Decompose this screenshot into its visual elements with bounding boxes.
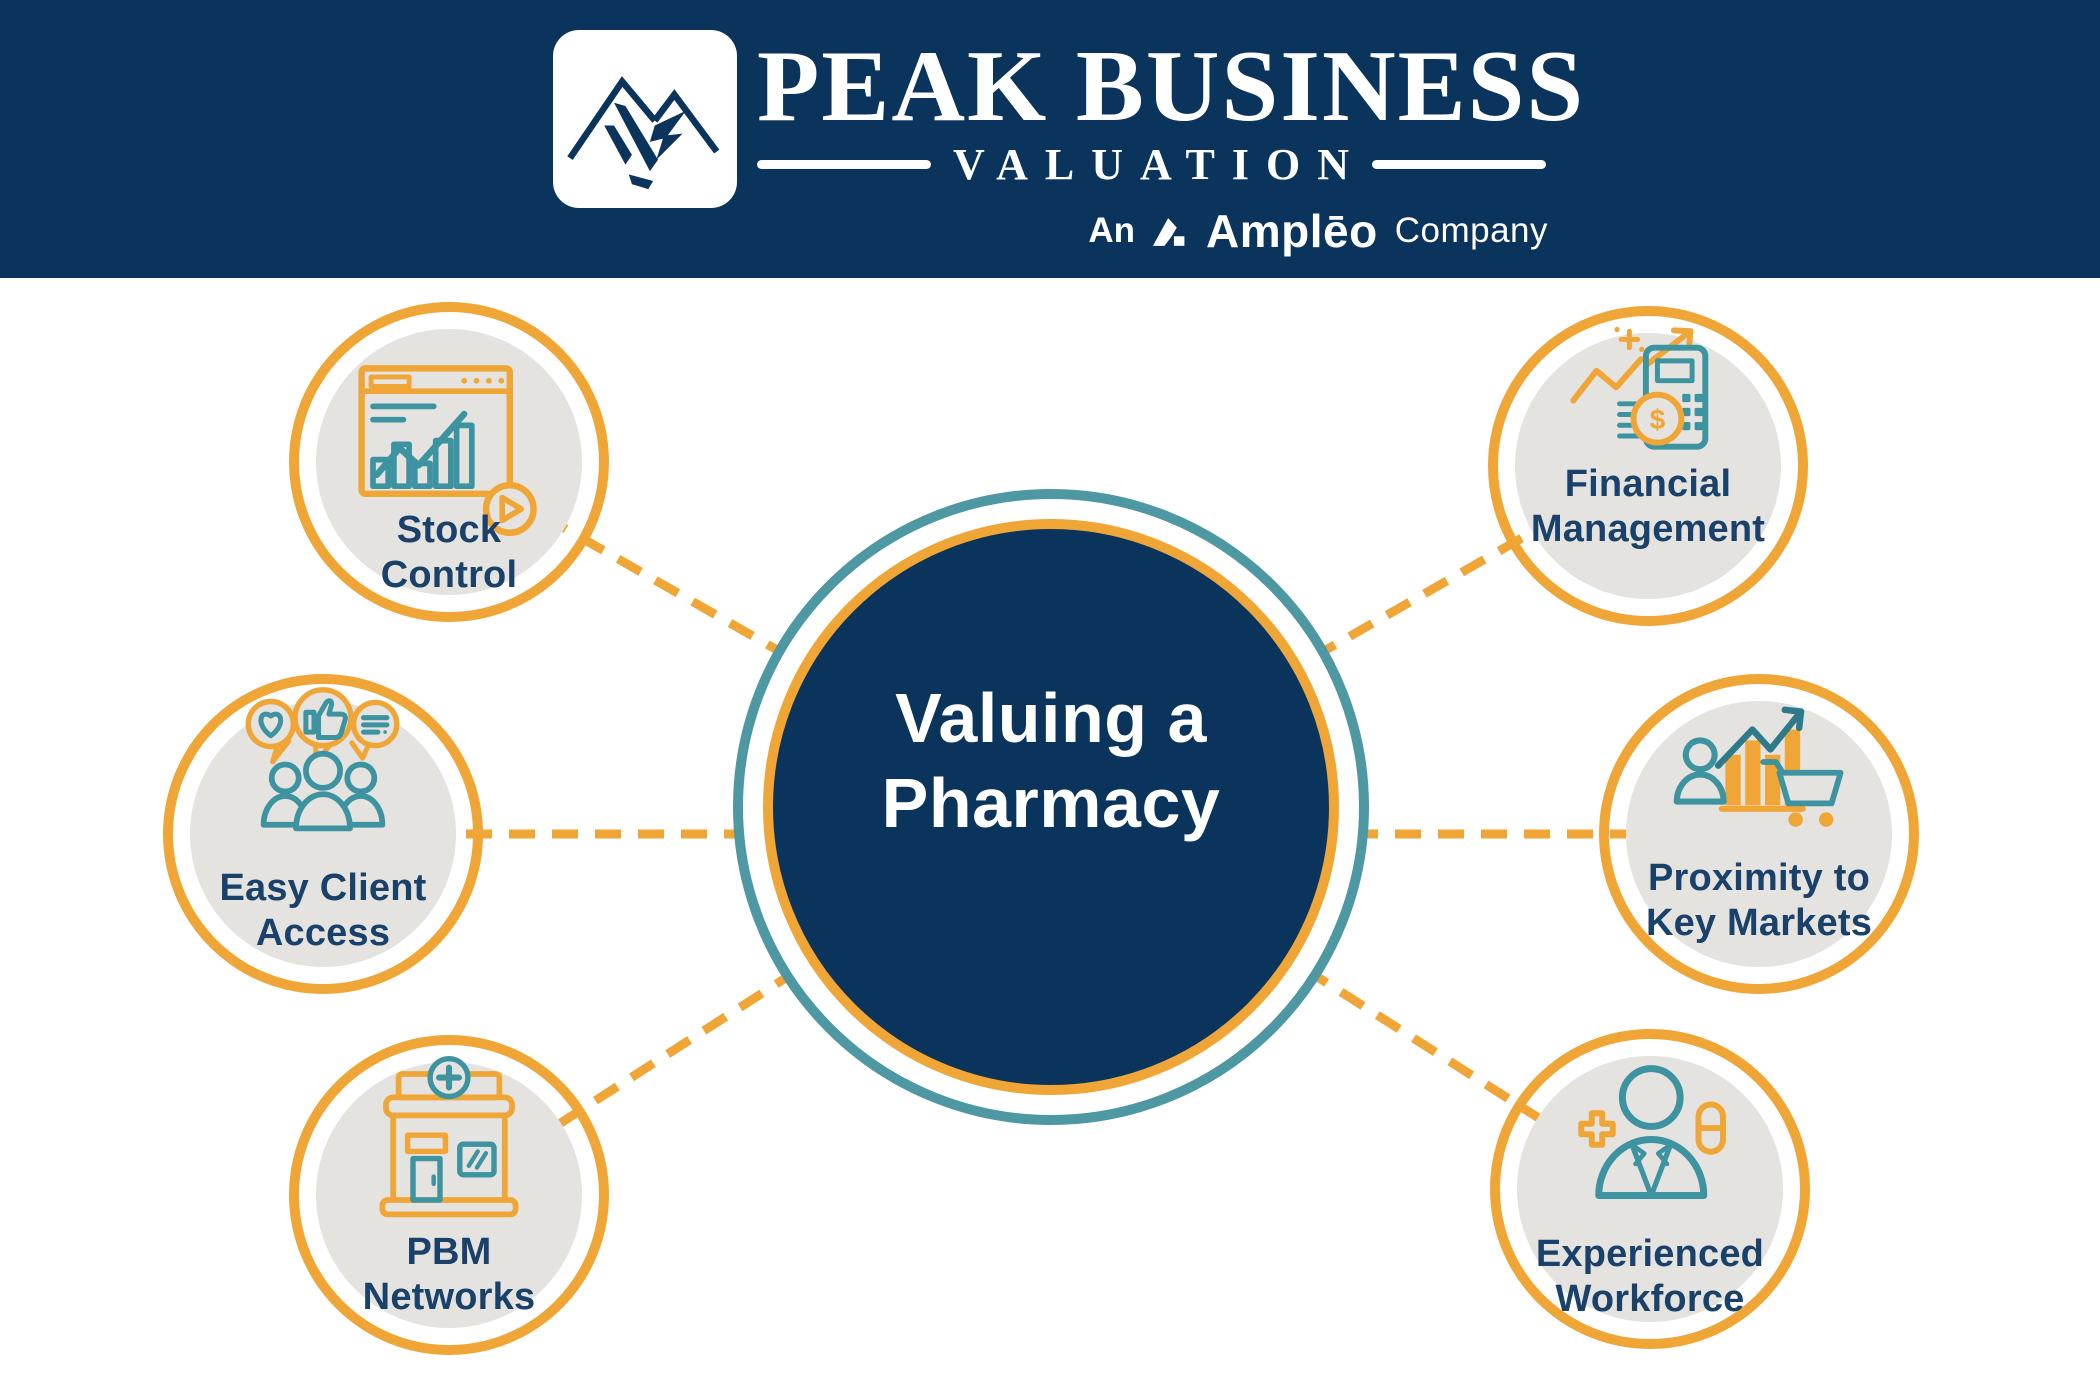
pharmacist-person-icon [1578,1065,1726,1199]
stock-chart-window-icon [358,365,537,536]
center-navy-disc [763,519,1339,1095]
center-title: Valuing a Pharmacy [751,676,1351,846]
label-line: Control [380,554,518,596]
label-line: Management [1530,508,1766,550]
market-growth-cart-icon [1673,706,1844,827]
label-proximity-to-key-markets: Proximity to Key Markets [1599,856,1919,946]
label-pbm-networks: PBM Networks [289,1230,609,1320]
fill-easy-client-access [190,701,456,967]
affiliation-brand: Amplēo [1206,205,1378,257]
label-line: Key Markets [1645,902,1873,944]
center-node [733,489,1369,1125]
label-line: Stock [396,509,502,551]
affiliation-suffix: Company [1394,211,1548,250]
label-line: Workforce [1555,1278,1745,1320]
fill-financial-management [1515,333,1781,599]
label-experienced-workforce: Experienced Workforce [1490,1232,1810,1322]
connector-experienced-workforce [1048,803,1653,1193]
center-title-line2: Pharmacy [881,764,1221,842]
left-rule [757,159,932,169]
ampleo-mountain-icon [1152,217,1185,246]
brand-subline: VALUATION [757,139,1547,189]
mountain-logo-icon [567,76,720,190]
coin-dollar-symbol: $ [1650,404,1666,435]
pharmacy-storefront-icon [379,1056,519,1218]
header-band: PEAK BUSINESS VALUATION An Amplēo Compan… [0,0,2100,278]
brand-subline-text: VALUATION [953,139,1366,189]
label-line: Easy Client [219,867,427,909]
calculator-coins-icon: $ [1570,326,1709,450]
clients-feedback-icon [245,687,400,832]
right-rule [1372,159,1547,169]
label-line: Financial [1564,463,1732,505]
label-line: Experienced [1535,1233,1765,1275]
satellite-fills [190,329,1892,1328]
center-title-line1: Valuing a [895,679,1207,757]
label-line: Proximity to [1648,857,1870,899]
affiliation-line: An Amplēo Company [1088,205,1548,257]
peak-logo-box [553,30,737,208]
label-easy-client-access: Easy Client Access [163,866,483,956]
label-stock-control: Stock Control [289,508,609,598]
label-line: PBM [406,1231,492,1273]
affiliation-prefix: An [1088,211,1136,250]
label-line: Access [255,912,391,954]
fill-pbm-networks [316,1062,582,1328]
connector-pbm-networks [446,803,1054,1199]
label-line: Networks [362,1276,536,1318]
label-financial-management: Financial Management [1488,462,1808,552]
brand-wordmark: PEAK BUSINESS [757,30,1586,143]
